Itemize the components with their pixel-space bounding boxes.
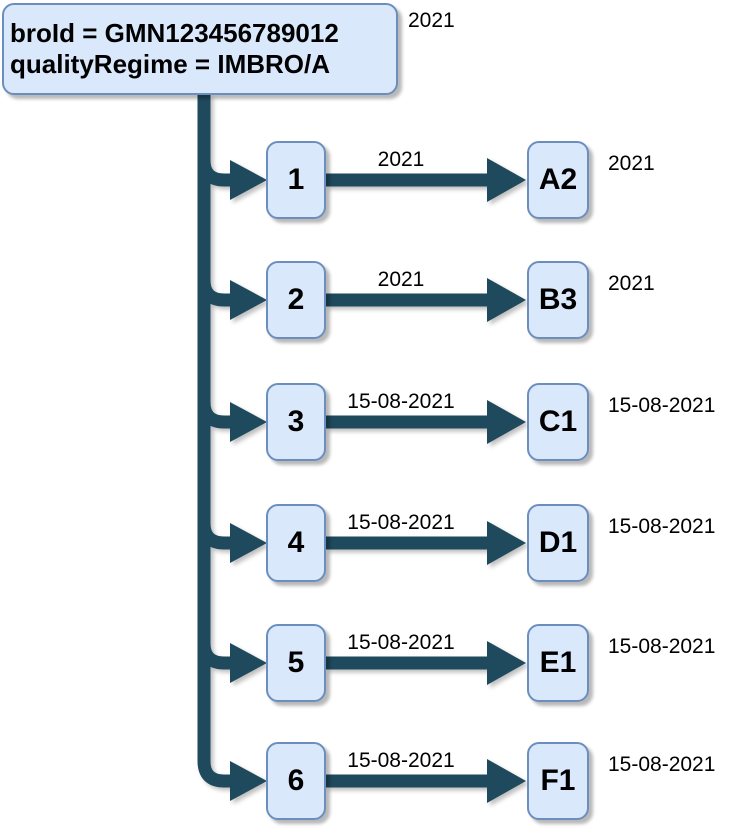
root-node-quality-regime: qualityRegime = IMBRO/A — [10, 49, 330, 79]
target-node-d1: D1 — [527, 504, 589, 582]
row-annotation: 15-08-2021 — [608, 394, 716, 417]
source-node-5: 5 — [266, 624, 326, 702]
edge-date-label: 15-08-2021 — [347, 631, 455, 654]
root-node: broId = GMN123456789012 qualityRegime = … — [2, 3, 398, 95]
source-node-4: 4 — [266, 504, 326, 582]
row-annotation: 2021 — [608, 272, 655, 295]
arrowhead-icon — [487, 158, 526, 202]
arrowhead-icon — [230, 523, 267, 563]
arrowhead-icon — [487, 759, 526, 803]
arrowhead-icon — [230, 643, 267, 683]
branch-connector — [197, 258, 232, 307]
source-node-2: 2 — [266, 261, 326, 339]
trunk-connector — [197, 95, 232, 788]
arrowhead-icon — [230, 761, 267, 801]
source-node-3: 3 — [266, 383, 326, 461]
edge-date-label: 15-08-2021 — [347, 749, 455, 772]
arrowhead-icon — [230, 160, 267, 200]
branch-connector — [197, 380, 232, 429]
edge-date-label: 15-08-2021 — [347, 390, 455, 413]
target-node-f1: F1 — [527, 742, 589, 820]
row-annotation: 15-08-2021 — [608, 515, 716, 538]
row-annotation: 15-08-2021 — [608, 753, 716, 776]
source-node-6: 6 — [266, 742, 326, 820]
edge-date-label: 2021 — [377, 268, 425, 291]
arrowhead-icon — [487, 521, 526, 565]
target-node-e1: E1 — [527, 624, 589, 702]
arrowhead-icon — [230, 280, 267, 320]
target-node-c1: C1 — [527, 383, 589, 461]
source-node-1: 1 — [266, 141, 326, 219]
arrowhead-icon — [487, 641, 526, 685]
arrowhead-icon — [487, 400, 526, 444]
branch-connector — [197, 621, 232, 670]
edge-date-label: 15-08-2021 — [347, 511, 455, 534]
target-node-a2: A2 — [527, 141, 589, 219]
edge-date-label: 2021 — [377, 148, 425, 171]
root-node-broid: broId = GMN123456789012 — [10, 18, 339, 48]
root-annotation: 2021 — [408, 9, 455, 32]
row-annotation: 2021 — [608, 152, 655, 175]
arrowhead-icon — [487, 278, 526, 322]
branch-connector — [197, 138, 232, 187]
row-annotation: 15-08-2021 — [608, 635, 716, 658]
branch-connector — [197, 501, 232, 550]
target-node-b3: B3 — [527, 261, 589, 339]
arrowhead-icon — [230, 402, 267, 442]
